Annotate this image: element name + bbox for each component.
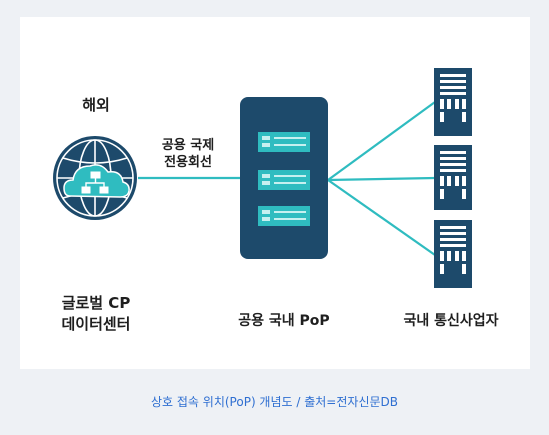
network-icon [81, 171, 109, 194]
pop-label: 공용 국내 PoP [238, 313, 330, 329]
cloud-icon [63, 164, 130, 198]
cp-datacenter-label: 글로벌 CP 데이터센터 [40, 293, 152, 335]
pop-server-icon [240, 97, 328, 259]
overseas-label: 해외 [82, 96, 110, 114]
international-link-label-line2: 전용회선 [164, 155, 212, 170]
server-unit [258, 132, 310, 152]
globe-icon [53, 136, 137, 220]
international-link-label: 공용 국제 전용회선 [148, 137, 228, 171]
connection-lines [138, 101, 436, 256]
isp-label: 국내 통신사업자 [403, 313, 499, 329]
building-icon-middle [434, 145, 472, 210]
building-icon-top [434, 68, 472, 136]
building-icon-bottom [434, 220, 472, 288]
figure-caption: 상호 접속 위치(PoP) 개념도 / 출처=전자신문DB [151, 395, 398, 409]
isp-line-middle [327, 176, 436, 182]
cp-datacenter-label-line2: 데이터센터 [61, 315, 131, 333]
cp-datacenter-label-line1: 글로벌 CP [61, 294, 131, 312]
server-unit [258, 206, 310, 226]
server-unit [258, 170, 310, 190]
isp-line-top [327, 101, 436, 181]
international-link-label-line1: 공용 국제 [161, 138, 215, 153]
isp-line-bottom [327, 179, 436, 256]
